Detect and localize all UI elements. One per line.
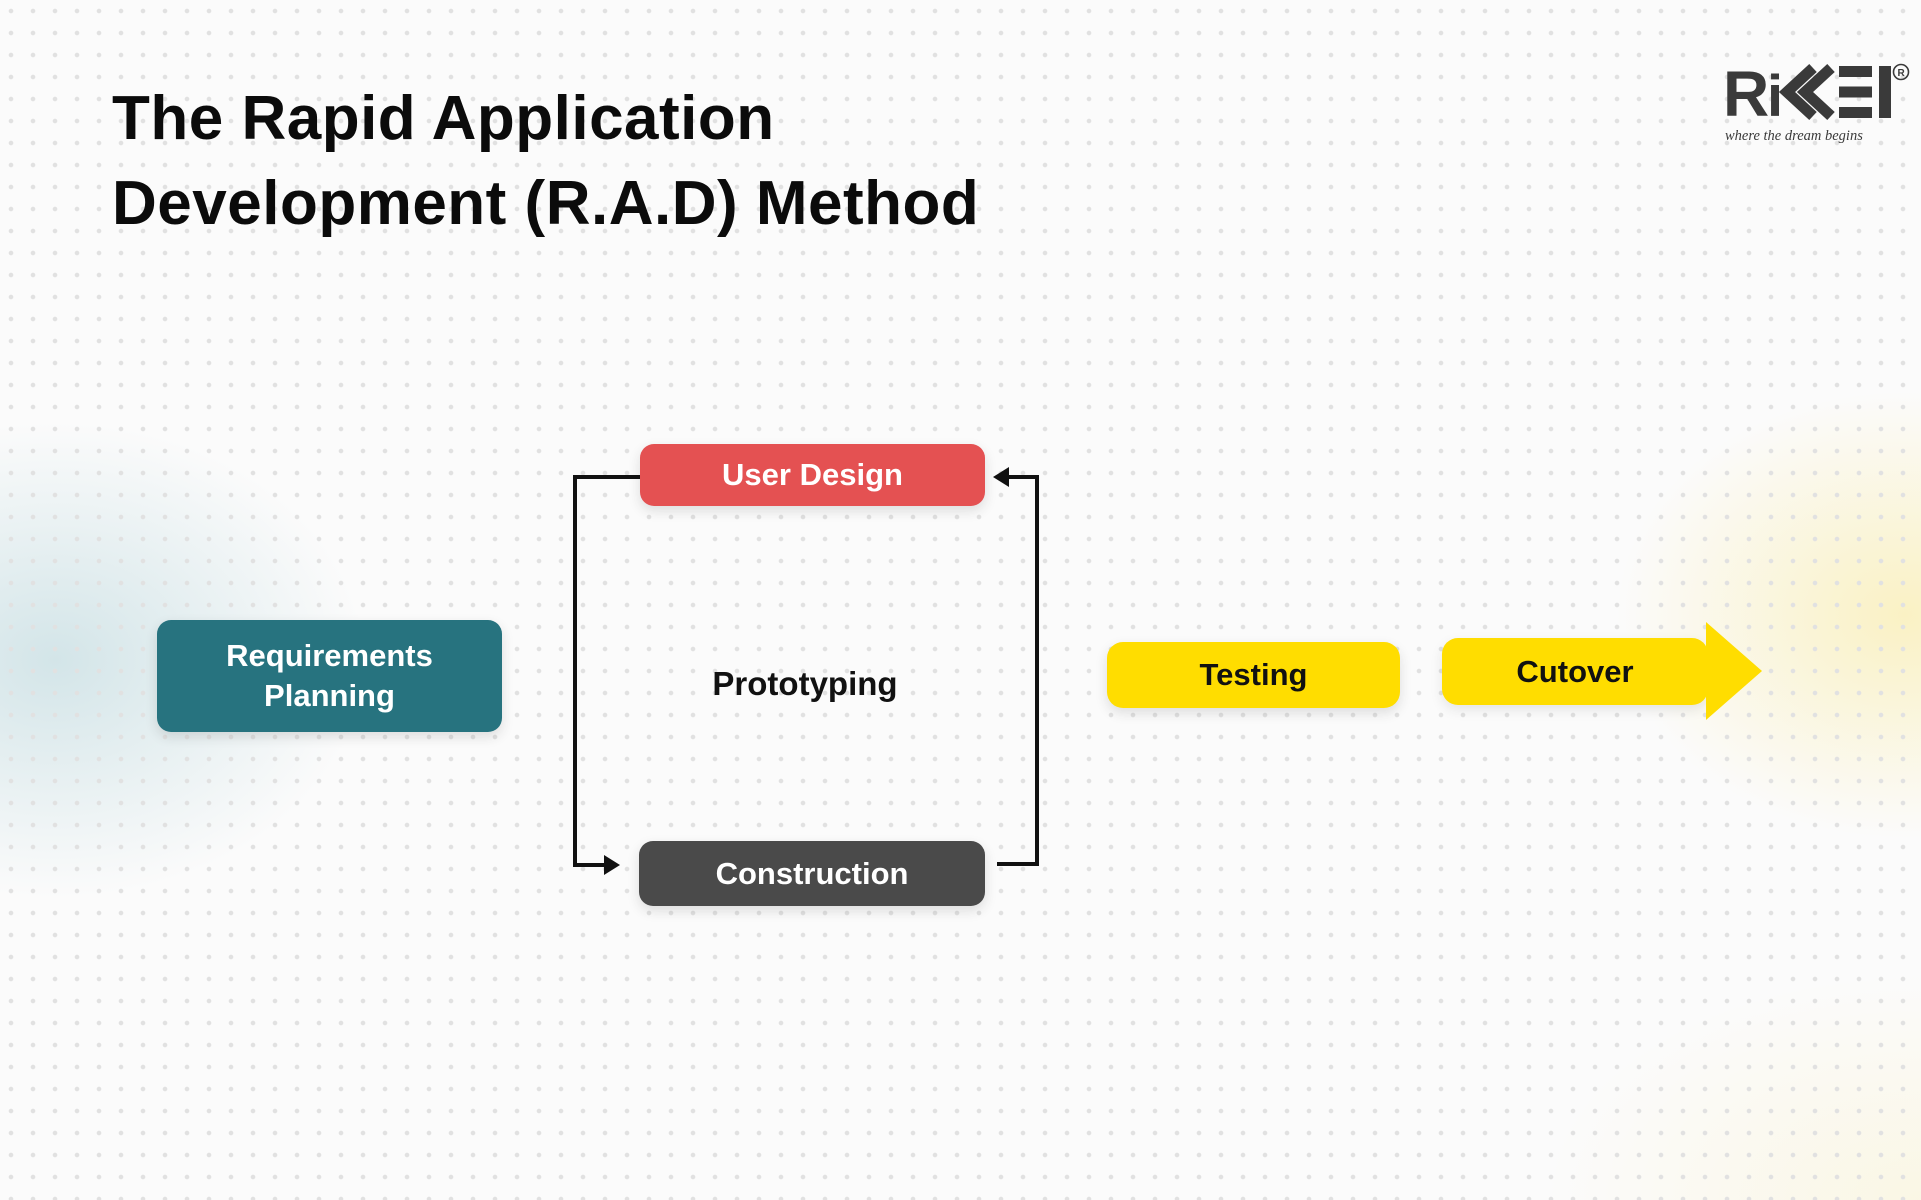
rikkei-logo: R i R where the dream begins: [1723, 58, 1910, 144]
loop-line-top-left: [573, 475, 640, 479]
node-testing: Testing: [1107, 642, 1400, 708]
node-requirements-planning: Requirements Planning: [157, 620, 502, 732]
loop-line-bottom-left: [573, 863, 605, 867]
node-requirements-planning-label: Requirements Planning: [226, 638, 433, 713]
logo-chevron-inner: [1796, 63, 1835, 121]
logo-tagline: where the dream begins: [1725, 128, 1863, 144]
logo-i-bar: [1879, 66, 1891, 118]
node-testing-label: Testing: [1199, 657, 1308, 692]
registered-mark-icon: [1892, 63, 1910, 81]
node-construction: Construction: [639, 841, 985, 906]
loop-line-top-right: [1009, 475, 1039, 479]
node-cutover-label: Cutover: [1516, 653, 1634, 689]
node-user-design-label: User Design: [722, 457, 903, 492]
logo-letter-i: i: [1767, 64, 1783, 129]
loop-line-left-vertical: [573, 475, 577, 867]
registered-mark-letter: R: [1898, 68, 1906, 79]
node-prototyping: Prototyping: [573, 665, 1037, 703]
cutover-arrowhead-icon: [1706, 622, 1762, 720]
logo-e-bar-mid: [1839, 86, 1872, 98]
page-title: The Rapid Application Development (R.A.D…: [112, 76, 979, 246]
node-prototyping-label: Prototyping: [712, 665, 898, 702]
logo-e-bar-top: [1839, 66, 1872, 77]
logo-chevron-outer: [1778, 63, 1817, 121]
node-cutover: Cutover: [1442, 638, 1708, 705]
page-title-line1: The Rapid Application: [112, 84, 775, 153]
arrowhead-left-icon: [993, 467, 1009, 487]
page-title-line2: Development (R.A.D) Method: [112, 169, 980, 238]
loop-line-bottom-right: [997, 862, 1039, 866]
logo-letter-r: R: [1723, 58, 1769, 130]
arrowhead-right-icon: [604, 855, 620, 875]
node-construction-label: Construction: [715, 855, 909, 891]
loop-line-right-vertical: [1035, 475, 1039, 866]
node-user-design: User Design: [640, 444, 985, 506]
logo-e-bar-bottom: [1839, 107, 1872, 118]
